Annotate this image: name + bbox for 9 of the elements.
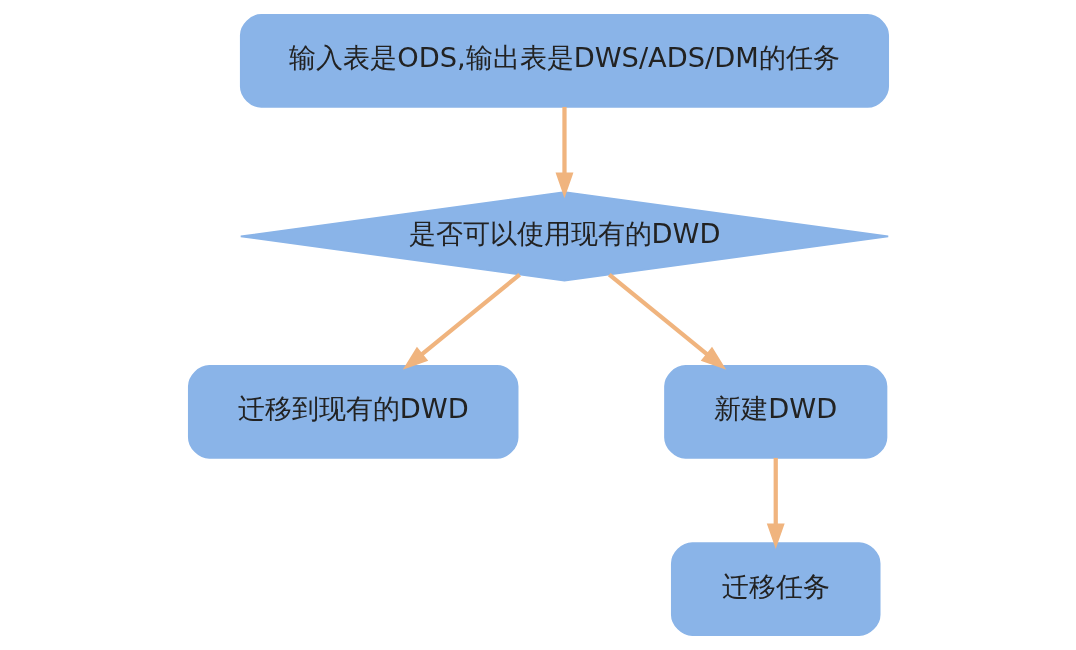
arrow <box>555 106 573 199</box>
arrow <box>607 272 726 370</box>
node-diamond: 是否可以使用现有的DWD <box>239 191 889 282</box>
arrow <box>766 457 785 549</box>
node-box: 输入表是ODS,输出表是DWS/ADS/DM的任务 <box>239 14 889 108</box>
node-box: 新建DWD <box>663 365 887 459</box>
node-box: 迁移到现有的DWD <box>187 365 518 459</box>
node-box: 迁移任务 <box>670 542 880 636</box>
arrow <box>402 272 521 370</box>
